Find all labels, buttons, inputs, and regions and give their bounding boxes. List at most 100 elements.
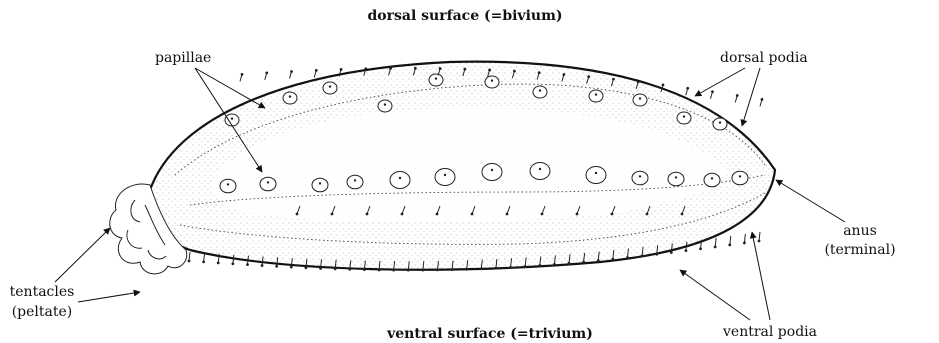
- papilla-mid-2-tip: [319, 182, 321, 184]
- dorsal-podia-arrow-1: [695, 68, 745, 96]
- ventral-podium-8-tip: [305, 266, 308, 269]
- papilla-mid-7-tip: [539, 168, 541, 170]
- dorsal-podium-7-tip: [414, 67, 417, 70]
- ventral-podia-arrow-1: [680, 270, 750, 320]
- ventral-podium-33-tip: [670, 251, 673, 254]
- ventral-podium-26-tip: [568, 262, 571, 265]
- papilla-top-4-tip: [435, 77, 437, 79]
- papilla-top-0: [225, 114, 239, 126]
- tentacles-arrow-2: [78, 292, 140, 302]
- tentacles-arrow-1: [55, 228, 110, 282]
- dorsal-podium-15-tip: [612, 78, 615, 81]
- ventral-podium-28-tip: [597, 259, 600, 262]
- mid-podium-7-tip: [541, 213, 544, 216]
- ventral-podia-label: ventral podia: [722, 324, 817, 340]
- dorsal-podium-12-tip: [538, 71, 541, 74]
- papilla-top-1: [283, 92, 297, 104]
- ventral-podium-20-tip: [480, 267, 483, 270]
- dorsal-podium-14-tip: [587, 75, 590, 78]
- mid-podium-3-tip: [401, 213, 404, 216]
- mid-podium-4-tip: [436, 213, 439, 216]
- anus-label-line2: (terminal): [824, 242, 895, 258]
- papilla-top-4: [429, 74, 443, 86]
- dorsal-podium-17-tip: [662, 84, 665, 87]
- mid-podium-11-tip: [681, 213, 684, 216]
- papilla-mid-1-tip: [267, 181, 269, 183]
- ventral-podium-18-tip: [451, 268, 454, 271]
- dorsal-podium-19-tip: [711, 90, 714, 93]
- dorsal-podium-13-tip: [563, 73, 566, 76]
- dorsal-podium-2-tip: [290, 70, 293, 73]
- ventral-podium-13-tip: [378, 269, 381, 272]
- ventral-podium-25-tip: [553, 263, 556, 266]
- papilla-top-8: [633, 94, 647, 106]
- mid-podium-5-tip: [471, 213, 474, 216]
- papilla-mid-2: [312, 178, 328, 192]
- papilla-mid-11-tip: [711, 177, 713, 179]
- papilla-mid-6: [482, 164, 502, 181]
- papilla-mid-9-tip: [639, 175, 641, 177]
- papilla-mid-0: [220, 179, 236, 193]
- papilla-top-6-tip: [539, 89, 541, 91]
- papilla-mid-12: [732, 171, 748, 185]
- papilla-mid-3: [347, 175, 363, 189]
- ventral-podium-31-tip: [641, 255, 644, 258]
- anus-label-line1: anus: [843, 223, 877, 239]
- ventral-podium-1-tip: [202, 261, 205, 264]
- papilla-top-5: [485, 76, 499, 88]
- ventral-podium-30-tip: [626, 256, 629, 259]
- dorsal-podium-11-tip: [513, 70, 516, 73]
- papilla-top-3: [378, 100, 392, 112]
- dorsal-podium-5-tip: [364, 67, 367, 70]
- ventral-podium-39-tip: [758, 240, 761, 243]
- ventral-podium-7-tip: [290, 266, 293, 269]
- mid-podium-1-tip: [331, 213, 334, 216]
- tentacles-label-line1: tentacles: [10, 284, 75, 300]
- ventral-podium-17-tip: [436, 269, 439, 272]
- ventral-podium-12-tip: [363, 268, 366, 271]
- ventral-podium-10-tip: [334, 267, 337, 270]
- ventral-podium-34-tip: [685, 249, 688, 252]
- papilla-top-9-tip: [683, 115, 685, 117]
- dorsal-podium-21-tip: [761, 98, 764, 101]
- papilla-top-2-tip: [329, 85, 331, 87]
- mid-podium-6-tip: [506, 213, 509, 216]
- ventral-podium-15-tip: [407, 269, 410, 272]
- ventral-podium-9-tip: [319, 267, 322, 270]
- mid-podium-9-tip: [611, 213, 614, 216]
- papilla-mid-4-tip: [399, 177, 401, 179]
- dorsal-podium-6-tip: [389, 67, 392, 70]
- papilla-mid-10: [668, 172, 684, 186]
- papilla-top-7-tip: [595, 93, 597, 95]
- papilla-top-10: [713, 118, 727, 130]
- ventral-podium-24-tip: [538, 264, 541, 267]
- dorsal-podium-18-tip: [686, 87, 689, 90]
- dorsal-podium-20-tip: [736, 94, 739, 97]
- ventral-podium-23-tip: [524, 265, 527, 268]
- papillae-label: papillae: [155, 50, 211, 66]
- ventral-podium-0-tip: [188, 260, 191, 263]
- papilla-mid-5: [435, 169, 455, 186]
- ventral-podia-arrow-2: [752, 232, 770, 320]
- papilla-top-9: [677, 112, 691, 124]
- ventral-podium-4-tip: [246, 263, 249, 266]
- papilla-top-1-tip: [289, 95, 291, 97]
- ventral-podium-37-tip: [728, 244, 731, 247]
- papilla-mid-0-tip: [227, 183, 229, 185]
- papilla-mid-4: [390, 172, 410, 189]
- dorsal-podium-8-tip: [439, 67, 442, 70]
- dorsal-surface-heading: dorsal surface (=bivium): [367, 8, 562, 24]
- papilla-mid-8-tip: [595, 172, 597, 174]
- mid-podium-8-tip: [576, 213, 579, 216]
- ventral-surface-heading: ventral surface (=trivium): [386, 326, 593, 342]
- ventral-podium-16-tip: [421, 269, 424, 272]
- ventral-podium-2-tip: [217, 261, 220, 264]
- papilla-mid-5-tip: [444, 174, 446, 176]
- papilla-mid-3-tip: [354, 179, 356, 181]
- ventral-podium-6-tip: [275, 265, 278, 268]
- ventral-podium-38-tip: [743, 242, 746, 245]
- dorsal-podium-4-tip: [340, 68, 343, 71]
- dorsal-podium-3-tip: [315, 69, 318, 72]
